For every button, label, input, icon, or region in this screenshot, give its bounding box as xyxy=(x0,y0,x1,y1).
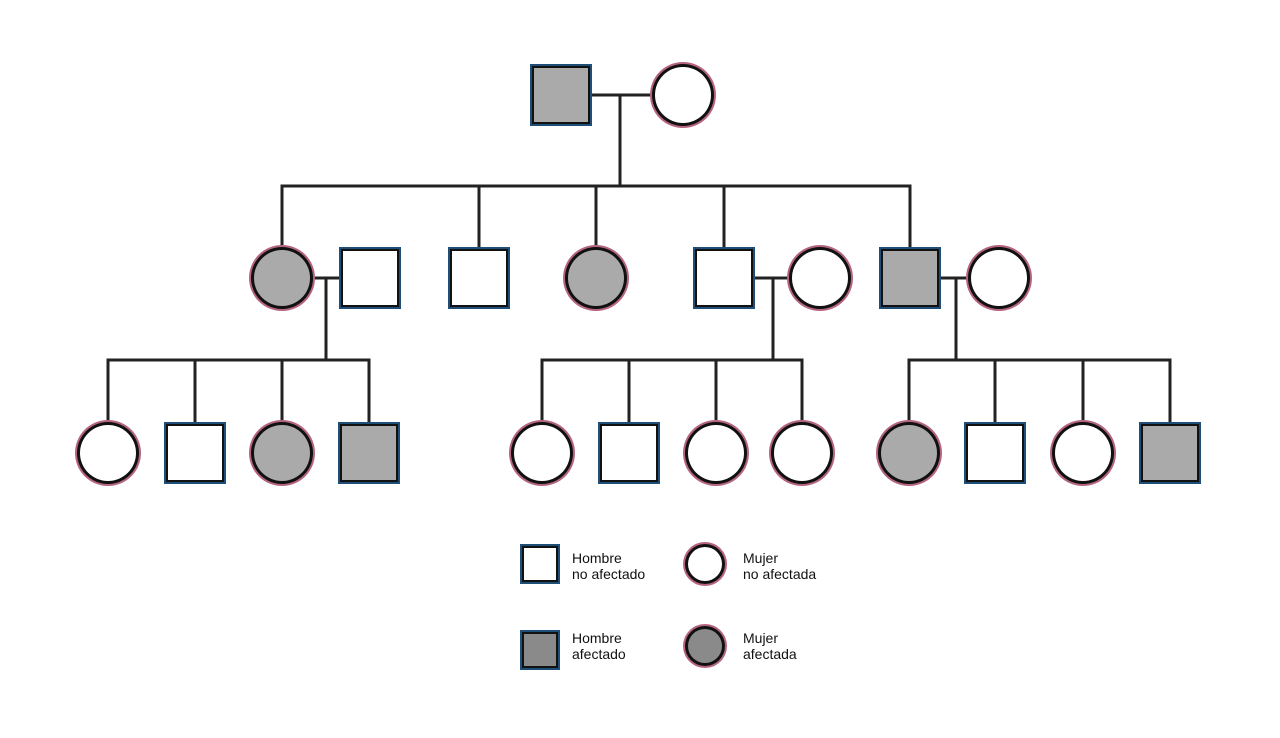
individual-III-3-2 xyxy=(964,422,1026,484)
individual-II-5 xyxy=(879,247,941,309)
individual-III-1-2 xyxy=(164,422,226,484)
individual-III-2-4 xyxy=(769,420,835,486)
pedigree-lines xyxy=(106,93,1172,423)
individual-II-1-fill xyxy=(254,250,310,306)
individual-II-3 xyxy=(563,245,629,311)
individual-III-3-4-fill xyxy=(1143,426,1197,480)
individual-III-3-1-fill xyxy=(881,425,937,481)
individual-III-1-2-fill xyxy=(168,426,222,480)
individual-III-2-1 xyxy=(509,420,575,486)
individual-III-3-2-fill xyxy=(968,426,1022,480)
legend-female-affected-symbol xyxy=(683,624,727,668)
legend-female-affected-line2: afectada xyxy=(743,646,797,662)
legend-male-unaffected-symbol-fill xyxy=(524,548,556,580)
legend-male-affected-symbol-fill xyxy=(524,634,556,666)
legend-male-unaffected-line1: Hombre xyxy=(572,550,622,566)
legend: Hombre no afectado Mujer no afectada Hom… xyxy=(520,542,816,670)
individual-III-2-1-fill xyxy=(514,425,570,481)
individual-II-3-fill xyxy=(568,250,624,306)
legend-male-affected-line1: Hombre xyxy=(572,630,622,646)
pedigree-individuals xyxy=(75,62,1201,486)
legend-male-unaffected-symbol xyxy=(520,544,560,584)
individual-III-1-1-fill xyxy=(80,425,136,481)
legend-female-unaffected-symbol xyxy=(683,542,727,586)
individual-II-4 xyxy=(693,247,755,309)
individual-II-1 xyxy=(249,245,315,311)
legend-female-unaffected-line2: no afectada xyxy=(743,566,816,582)
individual-I-1-fill xyxy=(534,68,588,122)
individual-III-2-3-fill xyxy=(688,425,744,481)
individual-II-1-spouse xyxy=(339,247,401,309)
individual-III-1-3 xyxy=(249,420,315,486)
individual-II-4-spouse xyxy=(787,245,853,311)
individual-III-1-4-fill xyxy=(342,426,396,480)
individual-III-3-1 xyxy=(876,420,942,486)
individual-II-5-spouse-fill xyxy=(971,250,1027,306)
individual-II-5-spouse xyxy=(966,245,1032,311)
individual-III-3-4 xyxy=(1139,422,1201,484)
individual-III-3-3-fill xyxy=(1055,425,1111,481)
individual-II-4-spouse-fill xyxy=(792,250,848,306)
legend-female-affected-line1: Mujer xyxy=(743,630,778,646)
individual-II-1-spouse-fill xyxy=(343,251,397,305)
individual-III-2-3 xyxy=(683,420,749,486)
individual-I-2 xyxy=(650,62,716,128)
individual-II-4-fill xyxy=(697,251,751,305)
individual-III-2-2 xyxy=(598,422,660,484)
individual-III-1-3-fill xyxy=(254,425,310,481)
legend-female-unaffected-symbol-fill xyxy=(688,547,722,581)
individual-I-1 xyxy=(530,64,592,126)
legend-male-unaffected-line2: no afectado xyxy=(572,566,645,582)
individual-II-2-fill xyxy=(452,251,506,305)
individual-III-1-1 xyxy=(75,420,141,486)
legend-symbols xyxy=(520,542,727,670)
individual-III-2-4-fill xyxy=(774,425,830,481)
individual-II-2 xyxy=(448,247,510,309)
legend-female-unaffected-line1: Mujer xyxy=(743,550,778,566)
individual-III-1-4 xyxy=(338,422,400,484)
legend-male-affected-line2: afectado xyxy=(572,646,626,662)
individual-III-3-3 xyxy=(1050,420,1116,486)
legend-male-affected-symbol xyxy=(520,630,560,670)
individual-I-2-fill xyxy=(655,67,711,123)
individual-II-5-fill xyxy=(883,251,937,305)
individual-III-2-2-fill xyxy=(602,426,656,480)
legend-female-affected-symbol-fill xyxy=(688,629,722,663)
